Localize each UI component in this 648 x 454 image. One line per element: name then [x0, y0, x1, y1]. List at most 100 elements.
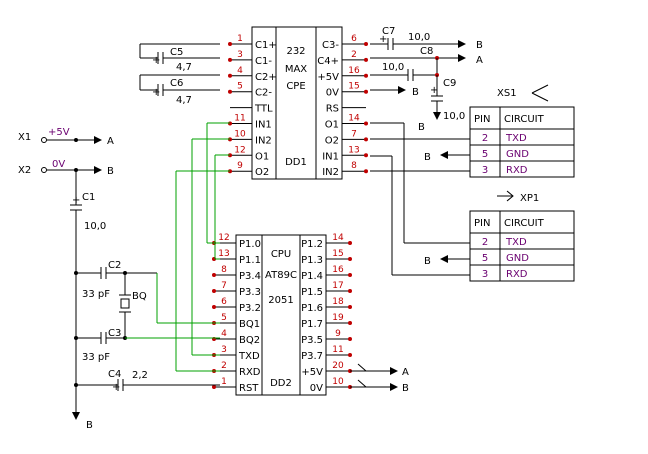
dd2-right-pin-1-label: P1.3: [301, 255, 323, 266]
xp1-row-0-circuit: TXD: [505, 237, 527, 248]
dd2-right-pin-3-label: P1.5: [301, 287, 323, 298]
dd1-title-3: CPE: [286, 81, 305, 92]
dd1-left-pin-7-label: O1: [255, 151, 269, 162]
c9-value: 10,0: [443, 111, 465, 122]
xs1-row-2-pin: 3: [482, 165, 488, 176]
dd1-body: [251, 26, 343, 180]
net-b-0v: B: [412, 87, 419, 98]
dd1-left-pin-1-label: C1-: [255, 56, 272, 67]
xp1-header-pin: PIN: [474, 218, 490, 229]
svg-text:+: +: [152, 87, 160, 98]
dd1-right-pin-1-node: [364, 57, 368, 62]
net-b-dd2: B: [402, 383, 409, 394]
dd2-left-pin-3-label: P3.3: [239, 287, 261, 298]
dd2-right-pin-1-number: 15: [332, 249, 343, 259]
net-a-dd2: A: [402, 367, 409, 378]
dd2-chip: CPU AT89C 2051 DD2 12P1.013P1.18P3.47P3.…: [212, 233, 352, 396]
dd1-right-pin-3-label: 0V: [326, 88, 339, 99]
bq-label: BQ: [132, 291, 147, 302]
c1-label: C1: [82, 192, 95, 203]
dd2-left-pin-8-label: RXD: [239, 367, 261, 378]
dd1-right-pin-0-number: 6: [351, 34, 357, 44]
c3-value: 33 pF: [82, 352, 110, 363]
xp1-ref: XP1: [520, 193, 539, 204]
x2-voltage: 0V: [52, 159, 65, 170]
c2-value: 33 pF: [82, 289, 110, 300]
dd1-right-pin-2-number: 16: [348, 66, 360, 76]
dd2-left-pin-3-node: [212, 289, 216, 293]
dd2-right-pin-9-label: 0V: [310, 383, 323, 394]
net-b-xp1: B: [424, 256, 431, 267]
xs1-row-0-circuit: TXD: [505, 133, 527, 144]
dd2-right-pin-5-label: P1.7: [301, 319, 323, 330]
xs1-row-1-pin: 5: [482, 149, 488, 160]
dd2-right-pin-4-number: 18: [332, 297, 344, 307]
dd2-right-pin-5-number: 19: [332, 313, 344, 323]
c6-value: 4,7: [176, 95, 192, 106]
x2-terminal: [41, 167, 47, 173]
dd2-right-pin-0-node: [348, 241, 352, 245]
dd1-right-pin-1-number: 2: [351, 50, 357, 60]
xs1-header-pin: PIN: [474, 114, 490, 125]
xp1-row-0-pin: 2: [482, 237, 488, 248]
dd1-right-pin-8-number: 8: [351, 161, 357, 171]
dd1-right-pin-2-label: +5V: [317, 72, 339, 83]
dd1-left-pin-6-label: IN2: [255, 135, 272, 146]
xs1-ref: XS1: [497, 88, 517, 99]
xp1-row-1-circuit: GND: [506, 253, 529, 264]
dd2-left-pin-7-label: TXD: [238, 351, 260, 362]
dd2-left-pin-5-number: 5: [221, 313, 227, 323]
dd2-left-pins: 12P1.013P1.18P3.47P3.36P3.25BQ14BQ23TXD2…: [212, 233, 261, 394]
dd2-left-pin-2-number: 8: [221, 265, 227, 275]
dd2-left-pin-9-label: RST: [239, 383, 259, 394]
dd2-right-pin-3-node: [348, 289, 352, 293]
dd2-left-pin-9-node: [212, 385, 216, 389]
signal-wiring: [125, 122, 230, 372]
dd2-left-pin-0-number: 12: [218, 233, 229, 243]
dd1-title-1: 232: [286, 46, 305, 57]
c2-label: C2: [108, 260, 121, 271]
dd1-left-pin-3-label: C2-: [255, 88, 272, 99]
dd1-ref: DD1: [285, 157, 307, 168]
dd2-left-pin-9-number: 1: [221, 377, 227, 387]
dd1-left-pin-4-label: TTL: [254, 104, 273, 115]
dd1-right-pin-6-node: [364, 137, 368, 142]
dd2-right-pin-6-number: 9: [335, 329, 341, 339]
x1-label: X1: [18, 132, 31, 143]
dd1-left-pin-3-node: [228, 89, 232, 94]
net-a-c4: A: [476, 55, 483, 66]
xp1-symbol: [497, 190, 514, 202]
dd1-left-pin-5-label: IN1: [255, 120, 272, 131]
dd1-left-pin-0-label: C1+: [255, 40, 277, 51]
dd1-right-pin-1-label: C4+: [317, 56, 339, 67]
svg-text:+: +: [379, 34, 387, 45]
dd2-right-pin-7-label: P3.7: [301, 351, 323, 362]
dd1-left-pin-8-number: 9: [237, 161, 243, 171]
dd2-left-pin-1-label: P1.1: [239, 255, 261, 266]
c8-label: C8: [420, 46, 433, 57]
dd2-right-pin-7-node: [348, 353, 352, 357]
c7-value: 10,0: [408, 32, 430, 43]
dd2-right-pin-4-label: P1.6: [301, 303, 323, 314]
dd2-right-pin-6-label: P3.5: [301, 335, 323, 346]
x2-label: X2: [18, 165, 31, 176]
xp1-row-1-pin: 5: [482, 253, 488, 264]
svg-text:+: +: [72, 195, 80, 206]
dd2-left-pin-5-label: BQ1: [239, 319, 260, 330]
dd1-right-pin-4-label: RS: [326, 104, 339, 115]
dd1-right-pin-7-node: [364, 153, 368, 158]
xp1-row-2-circuit: RXD: [506, 269, 528, 280]
dd1-left-pin-1-node: [228, 57, 232, 62]
dd2-left-pin-7-number: 3: [221, 345, 227, 355]
net-b-xs1: B: [424, 152, 431, 163]
svg-text:+: +: [112, 382, 120, 393]
dd2-right-pin-0-number: 14: [332, 233, 344, 243]
dd2-title-2: AT89C: [265, 270, 297, 281]
dd1-right-pin-8-label: IN2: [322, 167, 339, 178]
dd1-left-pin-3-number: 5: [237, 82, 243, 92]
net-b-bottom: B: [86, 420, 93, 431]
